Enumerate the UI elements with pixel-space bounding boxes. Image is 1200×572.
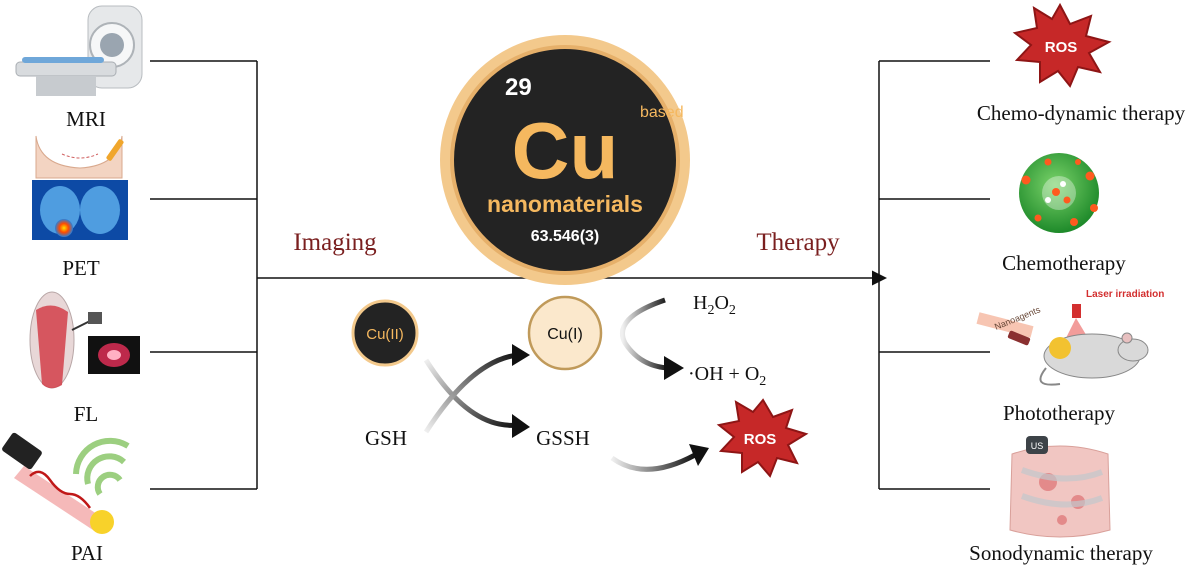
cu2-label: Cu(II): [366, 326, 404, 343]
ros-label: ROS: [744, 431, 777, 448]
us-label: US: [1031, 441, 1044, 451]
laser-irradiation-label: Laser irradiation: [1086, 289, 1164, 300]
gsh-label: GSH: [365, 426, 407, 450]
cu2-to-gssh-curve: [423, 358, 519, 428]
atomic-mass: 63.546(3): [531, 228, 600, 245]
phototherapy-label: Phototherapy: [1003, 401, 1115, 425]
oh-o2-label: ·OH + O2: [688, 363, 766, 389]
cu-element-badge: [440, 35, 690, 285]
photoacoustic-imaging-icon: [2, 432, 130, 534]
sonodynamic-label: Sonodynamic therapy: [969, 541, 1153, 565]
gssh-arrowhead: [512, 414, 530, 438]
cdt-label: Chemo-dynamic therapy: [977, 101, 1186, 125]
gssh-label: GSSH: [536, 426, 590, 450]
ultrasound-tissue-icon: [1009, 436, 1111, 538]
pet-label: PET: [62, 256, 100, 280]
atomic-number: 29: [505, 74, 532, 101]
fl-label: FL: [74, 402, 99, 426]
ros-arrowhead: [689, 444, 709, 466]
h2o2-label: H2O2: [693, 292, 736, 318]
cu1-node: [527, 295, 603, 371]
ros-burst: [716, 398, 809, 478]
cu1-arrowhead: [512, 344, 530, 366]
h2o2-reaction-curve: [619, 297, 669, 371]
mri-label: MRI: [66, 107, 106, 131]
cdt-ros-label: ROS: [1045, 39, 1078, 56]
therapy-section-label: Therapy: [756, 229, 840, 256]
element-symbol: Cu: [512, 106, 619, 195]
fluorescence-imaging-icon: [29, 291, 140, 389]
laser-mouse-icon: [976, 304, 1149, 386]
gssh-to-ros-curve: [610, 452, 697, 472]
chemotherapy-label: Chemotherapy: [1002, 251, 1126, 275]
imaging-bracket: [150, 60, 258, 490]
h2o2-arrowhead: [664, 356, 684, 380]
pet-scan-icon: [32, 135, 128, 240]
element-name: nanomaterials: [487, 191, 643, 217]
cu1-label: Cu(I): [547, 326, 583, 343]
imaging-section-label: Imaging: [293, 229, 377, 256]
drug-nanoparticle-icon: [1019, 153, 1099, 233]
therapy-bracket: [878, 60, 990, 490]
pai-label: PAI: [71, 541, 103, 565]
based-note: based: [640, 104, 684, 121]
mri-scanner-icon: [15, 5, 143, 96]
cu2-node: [351, 299, 419, 367]
gsh-to-cu1-curve: [423, 352, 519, 434]
ros-burst-icon: [1012, 2, 1112, 88]
